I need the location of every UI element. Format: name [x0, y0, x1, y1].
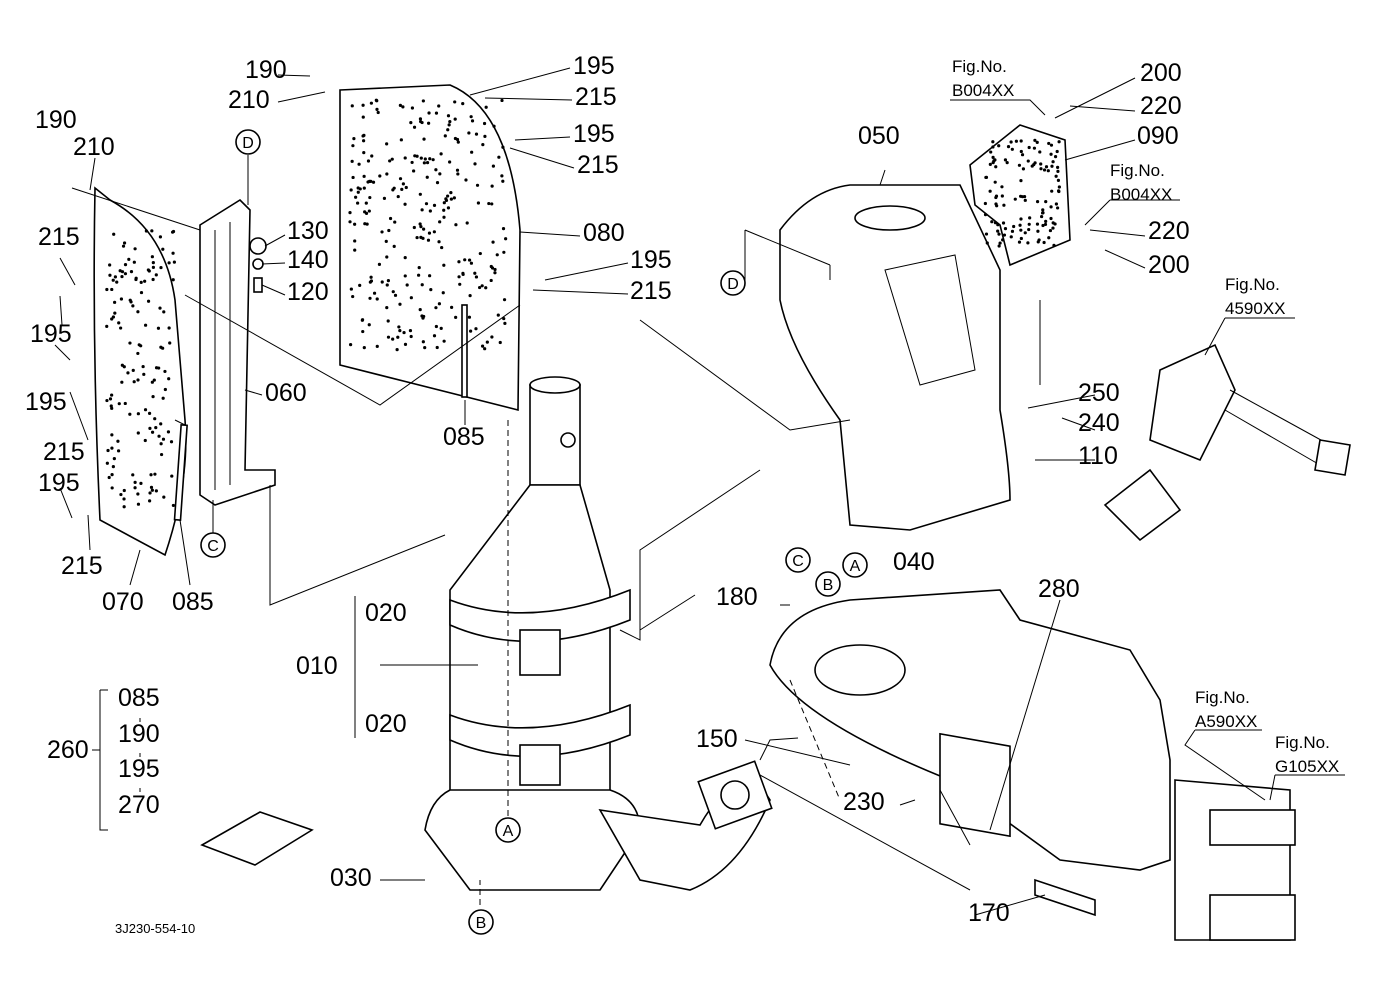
callout-080: 080: [583, 219, 625, 247]
panel-080: [339, 84, 521, 412]
callout-150: 150: [696, 725, 738, 753]
callout-060: 060: [265, 379, 307, 407]
sheet-270: [200, 811, 314, 866]
figure-ref-code: G105XX: [1275, 757, 1339, 776]
leader-lines: [54, 67, 1345, 916]
callout-labels: 1902101952151952150801952150851902102151…: [25, 52, 1190, 927]
callout-215: 215: [577, 151, 619, 179]
reference-letter: D: [727, 276, 739, 293]
callout-215: 215: [43, 438, 85, 466]
reference-letter: D: [242, 135, 254, 152]
callout-215: 215: [38, 223, 80, 251]
reference-circle: [720, 270, 746, 296]
callout-195: 195: [573, 120, 615, 148]
callout-030: 030: [330, 864, 372, 892]
callout-200: 200: [1140, 59, 1182, 87]
callout-215: 215: [575, 83, 617, 111]
reference-circle: [815, 571, 841, 597]
callout-195: 195: [630, 246, 672, 274]
figure-ref-label: Fig.No.: [1195, 688, 1250, 707]
figure-ref-label: Fig.No.: [952, 57, 1007, 76]
callout-090: 090: [1137, 122, 1179, 150]
callout-190: 190: [118, 720, 160, 748]
callout-120: 120: [287, 278, 329, 306]
callout-230: 230: [843, 788, 885, 816]
callout-140: 140: [287, 246, 329, 274]
callout-020: 020: [365, 599, 407, 627]
reference-circle: [842, 552, 868, 578]
strip-085-top: [461, 304, 468, 398]
callout-195: 195: [38, 469, 80, 497]
callout-240: 240: [1078, 409, 1120, 437]
reference-letter: A: [850, 558, 861, 575]
callout-180: 180: [716, 583, 758, 611]
callout-280: 280: [1038, 575, 1080, 603]
reference-circle: [235, 129, 261, 155]
callout-190: 190: [245, 56, 287, 84]
callout-270: 270: [118, 791, 160, 819]
callout-070: 070: [102, 588, 144, 616]
callout-210: 210: [228, 86, 270, 114]
callout-085: 085: [443, 423, 485, 451]
callout-250: 250: [1078, 379, 1120, 407]
reference-letter: C: [207, 538, 219, 555]
reference-letter: A: [503, 823, 514, 840]
figure-ref-label: Fig.No.: [1225, 275, 1280, 294]
callout-040: 040: [893, 548, 935, 576]
figure-ref-code: B004XX: [1110, 185, 1172, 204]
callout-195: 195: [25, 388, 67, 416]
bracket-060: [199, 198, 276, 506]
callout-010: 010: [296, 652, 338, 680]
callout-200: 200: [1148, 251, 1190, 279]
part-shapes: [93, 84, 1351, 941]
callout-085: 085: [172, 588, 214, 616]
reference-letter: B: [823, 577, 834, 594]
callout-195: 195: [30, 320, 72, 348]
callout-215: 215: [630, 277, 672, 305]
housing-050: [779, 184, 1011, 531]
figure-ref-label: Fig.No.: [1110, 161, 1165, 180]
reference-letter: C: [792, 553, 804, 570]
figure-ref-label: Fig.No.: [1275, 733, 1330, 752]
callout-220: 220: [1148, 217, 1190, 245]
callout-210: 210: [73, 133, 115, 161]
callout-170: 170: [968, 899, 1010, 927]
reference-letter: B: [476, 915, 487, 932]
reference-circle: [468, 909, 494, 935]
callout-110: 110: [1078, 442, 1118, 470]
callout-085: 085: [118, 684, 160, 712]
reference-circle: [200, 532, 226, 558]
callout-050: 050: [858, 122, 900, 150]
callout-260: 260: [47, 736, 89, 764]
callout-195: 195: [118, 755, 160, 783]
callout-020: 020: [365, 710, 407, 738]
drawing-code: 3J230-554-10: [115, 921, 195, 936]
strip-085-left: [173, 424, 188, 521]
reference-circle: [495, 817, 521, 843]
callout-215: 215: [61, 552, 103, 580]
reference-circle: [785, 547, 811, 573]
callout-190: 190: [35, 106, 77, 134]
callout-130: 130: [287, 217, 329, 245]
figure-ref-code: 4590XX: [1225, 299, 1286, 318]
panel-070: [93, 186, 187, 557]
dpf-010: [424, 376, 773, 891]
figure-ref-code: A590XX: [1195, 712, 1257, 731]
figure-references: Fig.No. B004XX Fig.No. B004XX Fig.No. 4590XX F…: [952, 57, 1339, 776]
callout-195: 195: [573, 52, 615, 80]
callout-220: 220: [1140, 92, 1182, 120]
figure-ref-code: B004XX: [952, 81, 1014, 100]
